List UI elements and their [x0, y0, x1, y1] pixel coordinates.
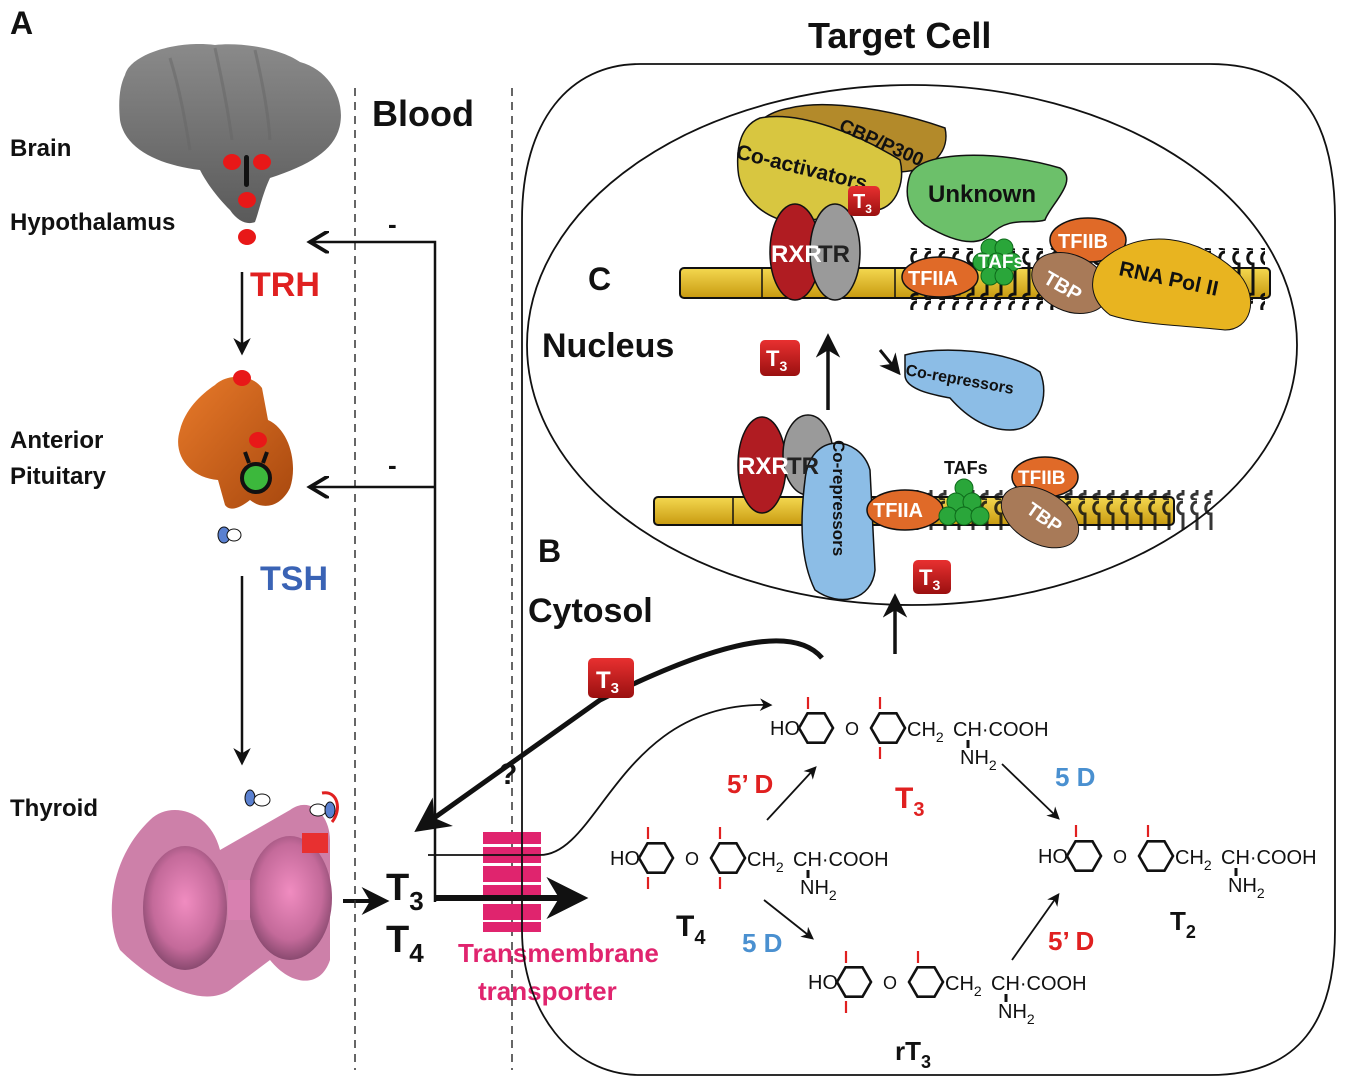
t4-to-rt3-arrow [763, 899, 814, 940]
methylene-group: CH2 [945, 973, 982, 999]
thyroid-illustration [111, 789, 339, 997]
transporter-label-line1: Transmembrane [458, 938, 659, 968]
feedback-sign-pituitary: - [388, 450, 397, 480]
pituitary-illustration [178, 370, 294, 544]
deiodinase-5-t4-rt3: 5 D [742, 928, 782, 958]
blood-t4-label: T4 [386, 919, 424, 968]
tr-label-repressed: TR [787, 453, 819, 480]
rt3-to-t2-arrow [1011, 892, 1060, 961]
panel-c-label: C [588, 261, 611, 297]
deiodinase-5prime-rt3-t2: 5’ D [1048, 926, 1094, 956]
t3-badge-cytosol: T3 [588, 658, 634, 698]
blood-t3-label: T3 [386, 867, 424, 916]
svg-text:T3: T3 [919, 565, 940, 593]
benzene-ring [869, 711, 907, 745]
carboxyl-group: CH·COOH [793, 849, 889, 871]
benzene-ring [1065, 839, 1103, 873]
unknown-shape [906, 154, 1068, 243]
tafs-label-repressed: TAFs [944, 458, 988, 478]
t3-molecule: HO O CH2 CH·COOH NH2 [770, 697, 1049, 773]
feedback-hypothalamus-arrow [310, 242, 437, 902]
tfiib-label-active: TFIIB [1058, 231, 1108, 253]
brain-label: Brain [10, 135, 71, 162]
hydroxyl-group: HO [610, 848, 640, 870]
methylene-group: CH2 [1175, 847, 1212, 873]
transmembrane-transporter [483, 832, 541, 932]
tfiib-label-repressed: TFIIB [1018, 468, 1066, 489]
brain-illustration [119, 44, 341, 245]
hypothalamus-label: Hypothalamus [10, 209, 175, 236]
amine-group: NH2 [960, 747, 997, 773]
benzene-ring [1137, 839, 1175, 873]
thyroid-label: Thyroid [10, 795, 98, 822]
free-corepressors-shape [904, 349, 1045, 431]
ether-oxygen: O [1113, 847, 1127, 867]
svg-text:T3: T3 [853, 191, 872, 216]
ether-oxygen: O [845, 719, 859, 739]
benzene-ring [709, 841, 747, 875]
t3-badge-bound: T3 [848, 186, 880, 216]
carboxyl-group: CH·COOH [1221, 847, 1317, 869]
amine-group: NH2 [1228, 875, 1265, 901]
rxr-label-active: RXR [771, 241, 822, 268]
carboxyl-group: CH·COOH [953, 719, 1049, 741]
hydroxyl-group: HO [808, 972, 838, 994]
unknown-label: Unknown [928, 181, 1036, 208]
carboxyl-group: CH·COOH [991, 973, 1087, 995]
panel-a-label: A [10, 5, 33, 41]
rxr-label-repressed: RXR [738, 453, 789, 480]
methylene-group: CH2 [907, 719, 944, 745]
deiodinase-5-t3-t2: 5 D [1055, 762, 1095, 792]
bound-corepressors-label: Co-repressors [829, 440, 848, 556]
anterior-label: Anterior [10, 427, 103, 454]
deiodinase-5prime-t4-t3: 5’ D [727, 769, 773, 799]
rt3-molecule: HO O CH2 CH·COOH NH2 [808, 951, 1087, 1027]
transporter-label-line2: transporter [478, 976, 617, 1006]
ether-oxygen: O [883, 973, 897, 993]
tfiia-label-repressed: TFIIA [873, 500, 923, 522]
corepressor-release-arrow [878, 349, 901, 376]
t3-badge-entering-nucleus: T3 [913, 560, 951, 594]
t3-molecule-label: T3 [895, 782, 924, 821]
trh-label: TRH [250, 266, 320, 304]
tsh-label: TSH [260, 560, 328, 598]
svg-text:T3: T3 [766, 346, 787, 374]
t3-to-t2-arrow [1001, 763, 1060, 820]
feedback-sign-hypothalamus: - [388, 209, 397, 239]
tr-label-active: TR [818, 241, 850, 268]
rt3-molecule-label: rT3 [895, 1036, 931, 1072]
tafs-label-active: TAFs [978, 252, 1024, 273]
benzene-ring [797, 711, 835, 745]
target-cell-label: Target Cell [808, 15, 991, 56]
t2-molecule-label: T2 [1170, 906, 1196, 942]
t3-badge-nucleus: T3 [760, 340, 800, 376]
t4-to-t3-arrow [766, 766, 817, 821]
t4-molecule-label: T4 [676, 910, 706, 949]
hydroxyl-group: HO [1038, 846, 1068, 868]
nucleus-label: Nucleus [542, 327, 674, 365]
amine-group: NH2 [800, 877, 837, 903]
benzene-ring [637, 841, 675, 875]
tfiia-label-active: TFIIA [908, 268, 958, 290]
blood-label: Blood [372, 93, 474, 134]
t4-to-t3-thin-arrow [428, 698, 773, 856]
ether-oxygen: O [685, 849, 699, 869]
target-cell-membrane [521, 63, 1336, 1076]
t4-molecule: HO O CH2 CH·COOH NH2 [610, 827, 889, 903]
active-transcription-complex [679, 103, 1271, 331]
t2-molecule: HO O CH2 CH·COOH NH2 [1038, 825, 1317, 901]
hydroxyl-group: HO [770, 718, 800, 740]
methylene-group: CH2 [747, 849, 784, 875]
nucleus-membrane [526, 84, 1298, 606]
pituitary-label: Pituitary [10, 463, 107, 490]
panel-b-label: B [538, 533, 561, 569]
svg-text:T3: T3 [596, 667, 619, 697]
benzene-ring [907, 965, 945, 999]
cytosol-label: Cytosol [528, 592, 653, 630]
benzene-ring [835, 965, 873, 999]
repressed-transcription-complex [653, 414, 1218, 601]
amine-group: NH2 [998, 1001, 1035, 1027]
